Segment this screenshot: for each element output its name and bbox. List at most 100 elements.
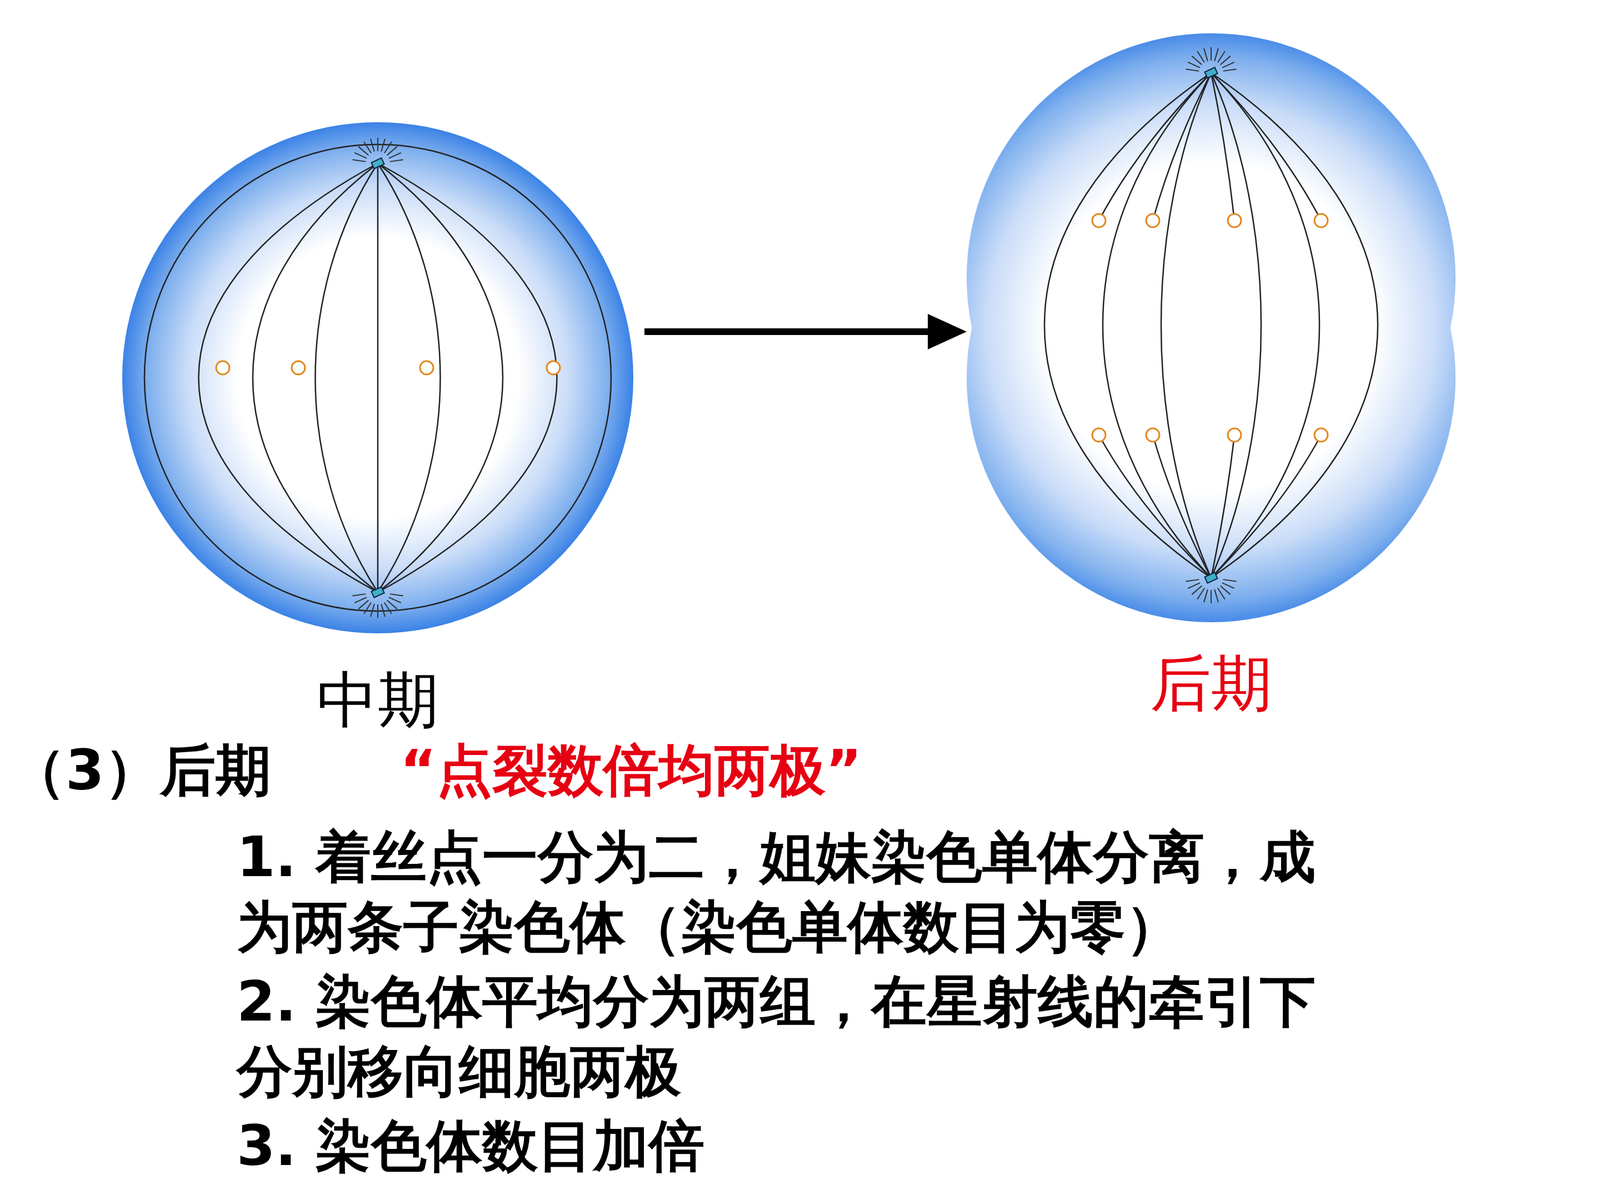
aster-ray <box>384 141 392 153</box>
cell-illustration <box>966 22 1456 634</box>
aster-ray <box>358 146 369 156</box>
aster-ray <box>358 600 369 609</box>
kinetochore-fiber <box>1152 435 1212 578</box>
centromere <box>1227 213 1242 228</box>
aster-ray <box>1191 56 1202 65</box>
cell-inner-outline <box>144 144 612 612</box>
centromere <box>1146 213 1160 228</box>
spindle-fiber <box>1211 72 1320 578</box>
chromosome <box>508 315 604 421</box>
cell-figure: 中期 <box>111 111 645 739</box>
arrow-head <box>927 313 967 350</box>
centromere <box>1092 213 1106 228</box>
aster-ray <box>1217 588 1225 600</box>
cell-figure: 后期 <box>966 22 1456 717</box>
aster-ray <box>1197 588 1205 600</box>
spindle-fiber <box>198 163 379 593</box>
chromatid-arm <box>508 367 554 399</box>
chromosome <box>1071 213 1106 265</box>
chromatid-arm <box>360 353 427 368</box>
aster-ray <box>388 597 402 603</box>
aster-ray <box>1187 582 1200 589</box>
kinetochore-fiber <box>1211 435 1322 578</box>
chromatid-arm <box>1321 220 1333 282</box>
chromosome <box>181 351 251 415</box>
chromatid-arm <box>1321 396 1372 435</box>
centromere <box>1092 428 1106 442</box>
aster-ray <box>1217 51 1225 63</box>
cell-body <box>122 122 634 634</box>
aster-ray <box>1214 48 1219 62</box>
point-text: 2. 染色体平均分为两组，在星射线的牵引下分别移向细胞两极 <box>236 966 1348 1107</box>
chromosome <box>360 353 497 385</box>
phase-label: 中期 <box>111 666 645 734</box>
aster-ray <box>354 597 367 603</box>
centrosome <box>352 586 403 618</box>
aster-ray <box>370 138 375 152</box>
aster-ray <box>370 603 375 617</box>
aster-ray <box>363 602 372 614</box>
centromere <box>1146 428 1160 442</box>
point-text: 1. 着丝点一分为二，姐妹染色单体分离，成为两条子染色体（染色单体数目为零） <box>236 822 1348 963</box>
spindle-fiber <box>1211 72 1262 578</box>
spindle-fiber <box>377 163 558 593</box>
chromosome <box>1314 209 1366 282</box>
aster-ray <box>1222 62 1235 68</box>
spindle-fiber <box>1102 72 1212 578</box>
aster-ray <box>1222 582 1235 589</box>
chromosome <box>1298 396 1372 442</box>
chromosome <box>1201 396 1268 442</box>
aster-ray <box>381 138 385 152</box>
aster-ray <box>1203 589 1208 603</box>
kinetochore-fiber <box>1152 72 1212 221</box>
chromosome <box>273 334 332 393</box>
spindle-fiber <box>377 163 441 593</box>
chromatid-arm <box>1234 396 1268 435</box>
aster-ray <box>388 152 402 159</box>
aster-ray <box>1187 62 1200 68</box>
centromere <box>546 361 560 375</box>
centromere <box>291 361 305 375</box>
kinetochore-fiber <box>1098 72 1212 221</box>
aster-ray <box>354 152 367 159</box>
arrow-shaft <box>644 328 930 335</box>
aster-ray <box>1210 590 1212 604</box>
chromosome <box>1203 213 1274 257</box>
centromere <box>216 361 230 375</box>
centrosome <box>1185 47 1237 79</box>
centromere <box>420 361 434 375</box>
aster-ray <box>381 603 385 617</box>
aster-ray <box>390 593 404 596</box>
chromatid-arm <box>1234 220 1274 257</box>
spindle-fiber <box>1044 72 1212 578</box>
centromere <box>1314 428 1328 442</box>
aster-ray <box>1223 68 1237 71</box>
chromatid-arm <box>426 358 494 368</box>
aster-ray <box>363 141 372 153</box>
chromatid-arm <box>531 367 554 421</box>
chromatid-arm <box>553 334 604 368</box>
spindle-fiber <box>377 163 379 593</box>
chromosome <box>1060 407 1116 442</box>
chromatid-arm <box>553 315 584 368</box>
aster-ray <box>1220 585 1231 595</box>
chromosome <box>1138 213 1187 254</box>
centriole <box>1204 572 1218 583</box>
aster-ray <box>387 600 398 609</box>
aster-ray <box>377 137 379 152</box>
point-text: 3. 染色体数目加倍 <box>236 1111 1348 1182</box>
phase-label: 后期 <box>966 650 1456 717</box>
aster-ray <box>1203 48 1208 62</box>
spindle-fiber <box>1211 72 1378 578</box>
spindle-fiber <box>377 163 503 593</box>
centromere <box>1314 213 1328 228</box>
spindle-fiber <box>252 163 378 593</box>
mnemonic: “点裂数倍均两极” <box>400 735 862 806</box>
aster-ray <box>384 602 392 614</box>
aster-ray <box>1210 47 1212 61</box>
aster-ray <box>1185 68 1199 71</box>
section-heading: （3）后期 <box>10 735 272 806</box>
aster-ray <box>1185 579 1199 582</box>
centriole <box>371 157 384 169</box>
